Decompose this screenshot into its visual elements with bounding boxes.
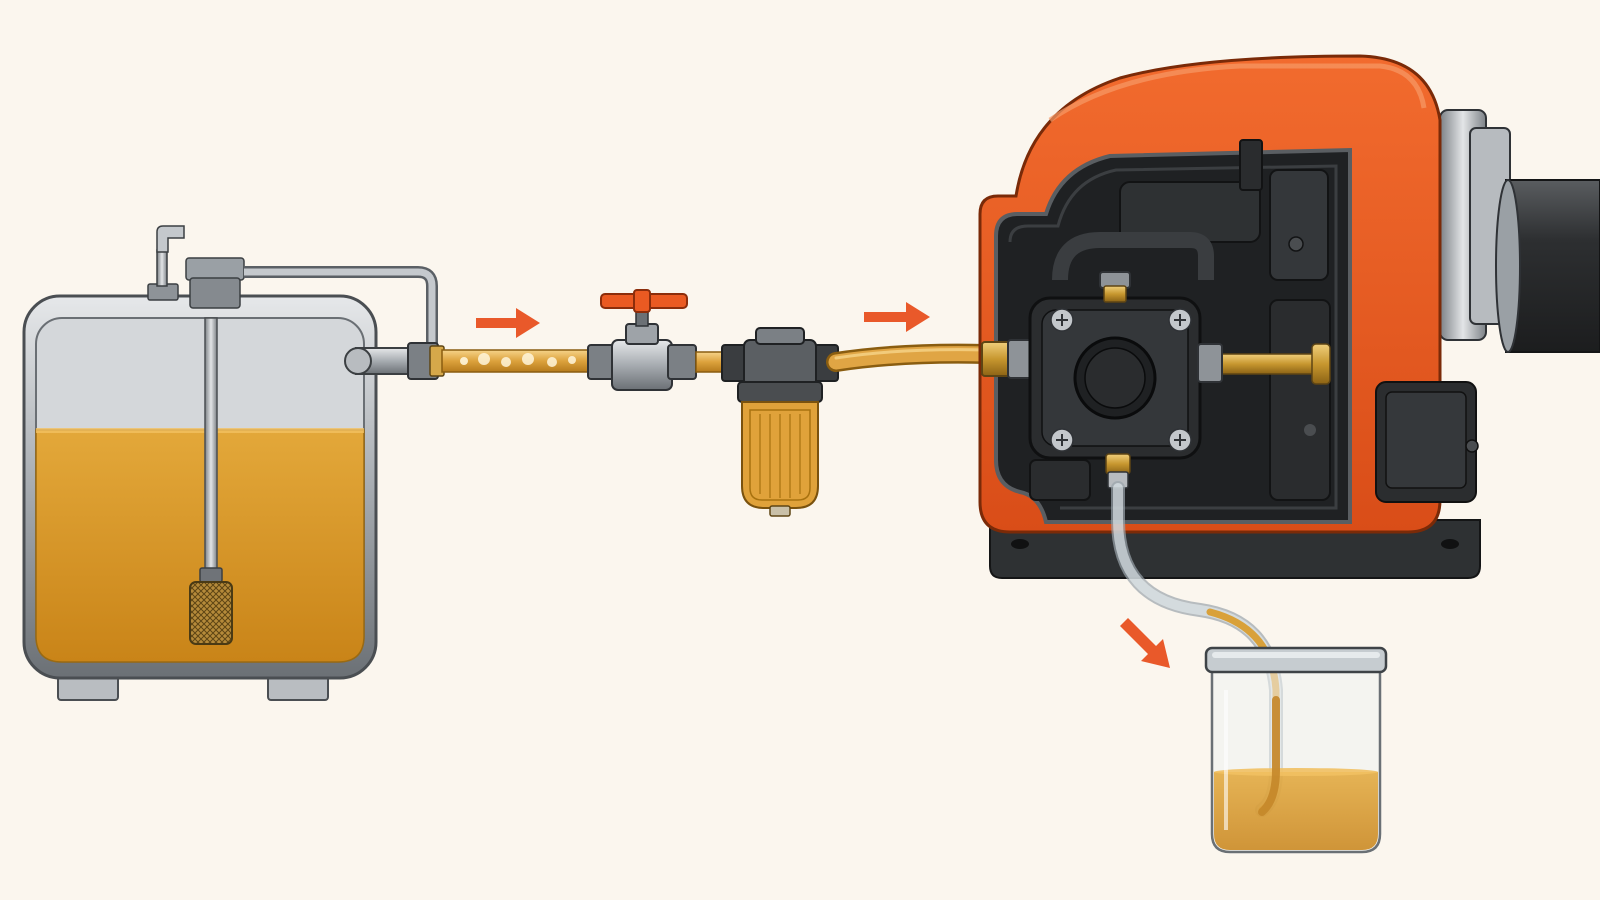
supply-hose-1 <box>441 349 593 373</box>
bleed-port[interactable] <box>1105 453 1131 475</box>
collection-jar <box>1204 646 1388 854</box>
jar-rim <box>1204 646 1388 674</box>
tank-fuel <box>35 429 365 663</box>
pump-screw <box>1168 428 1192 452</box>
fuel-pump <box>981 271 1223 489</box>
tank-vent-cap <box>156 225 185 253</box>
fuel-tank <box>22 225 445 701</box>
pump-screw <box>1050 428 1074 452</box>
pickup-strainer <box>189 581 233 645</box>
tank-fill-fitting <box>185 257 245 281</box>
arrow-bleed-to-jar <box>1120 618 1170 668</box>
shutoff-valve <box>587 289 697 391</box>
jar-fuel <box>1214 772 1378 850</box>
arrow-tank-to-valve <box>476 308 540 338</box>
arrow-filter-to-pump <box>864 302 930 332</box>
pump-screw <box>1168 308 1192 332</box>
burner-blast-tube <box>1439 109 1600 353</box>
pickup-tube <box>204 317 218 579</box>
pump-screw <box>1050 308 1074 332</box>
inline-fuel-filter <box>721 327 839 517</box>
